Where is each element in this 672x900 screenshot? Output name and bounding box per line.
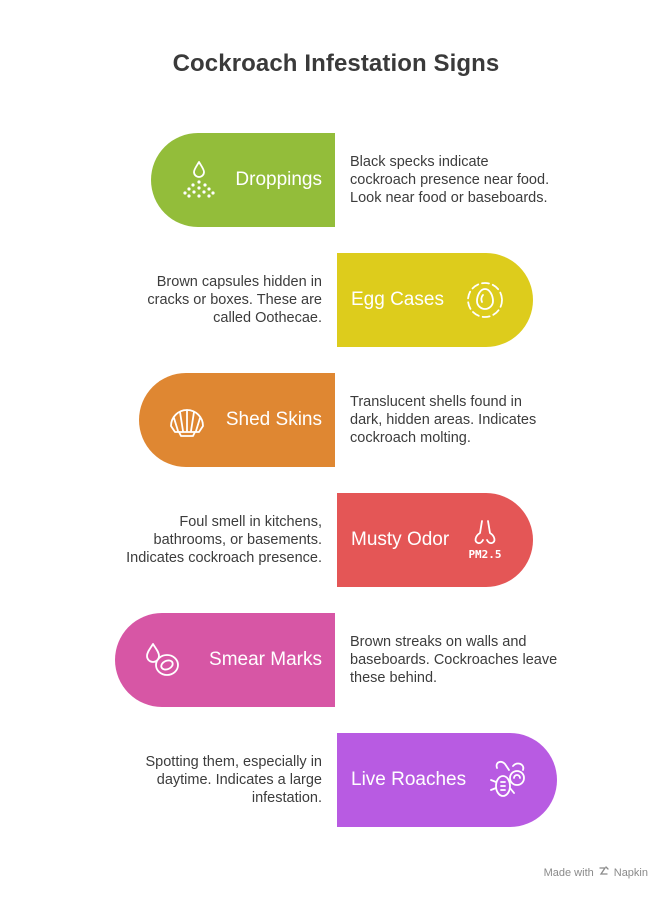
smear-marks-description: Brown streaks on walls and baseboards. C…: [350, 634, 558, 686]
footer-made-with: Made with: [543, 866, 594, 879]
pm25-text: PM2.5: [468, 548, 501, 561]
droppings-label: Droppings: [235, 169, 322, 190]
droppings-description: Black specks indicate cockroach presence…: [350, 154, 550, 206]
stain-icon: [139, 636, 187, 684]
egg-cases-label: Egg Cases: [351, 289, 444, 310]
musty-odor-description: Foul smell in kitchens, bathrooms, or ba…: [126, 514, 322, 566]
smear-marks-label: Smear Marks: [209, 649, 322, 670]
shed-skins-label: Shed Skins: [225, 409, 322, 430]
egg-icon: [461, 276, 509, 324]
egg-cases-description: Brown capsules hidden in cracks or boxes…: [147, 274, 322, 326]
nose-pm25-icon: PM2.5: [461, 516, 509, 564]
musty-odor-pill: Musty Odor PM2.5: [337, 493, 533, 587]
musty-odor-label: Musty Odor: [351, 529, 450, 550]
live-roaches-description: Spotting them, especially in daytime. In…: [145, 754, 322, 806]
droplet-sprinkle-icon: [175, 156, 223, 204]
egg-cases-pill: Egg Cases: [337, 253, 533, 347]
live-roaches-pill: Live Roaches: [337, 733, 557, 827]
shed-skins-description: Translucent shells found in dark, hidden…: [350, 394, 537, 446]
napkin-logo-icon: [598, 865, 610, 880]
live-roaches-label: Live Roaches: [351, 769, 467, 790]
made-with-napkin-badge[interactable]: Made with Napkin: [544, 865, 648, 880]
page-title: Cockroach Infestation Signs: [172, 50, 500, 77]
shell-icon: [163, 396, 211, 444]
footer-brand: Napkin: [613, 866, 648, 879]
bug-icon: [485, 756, 533, 804]
smear-marks-pill: Smear Marks: [115, 613, 335, 707]
shed-skins-pill: Shed Skins: [139, 373, 335, 467]
droppings-pill: Droppings: [151, 133, 335, 227]
